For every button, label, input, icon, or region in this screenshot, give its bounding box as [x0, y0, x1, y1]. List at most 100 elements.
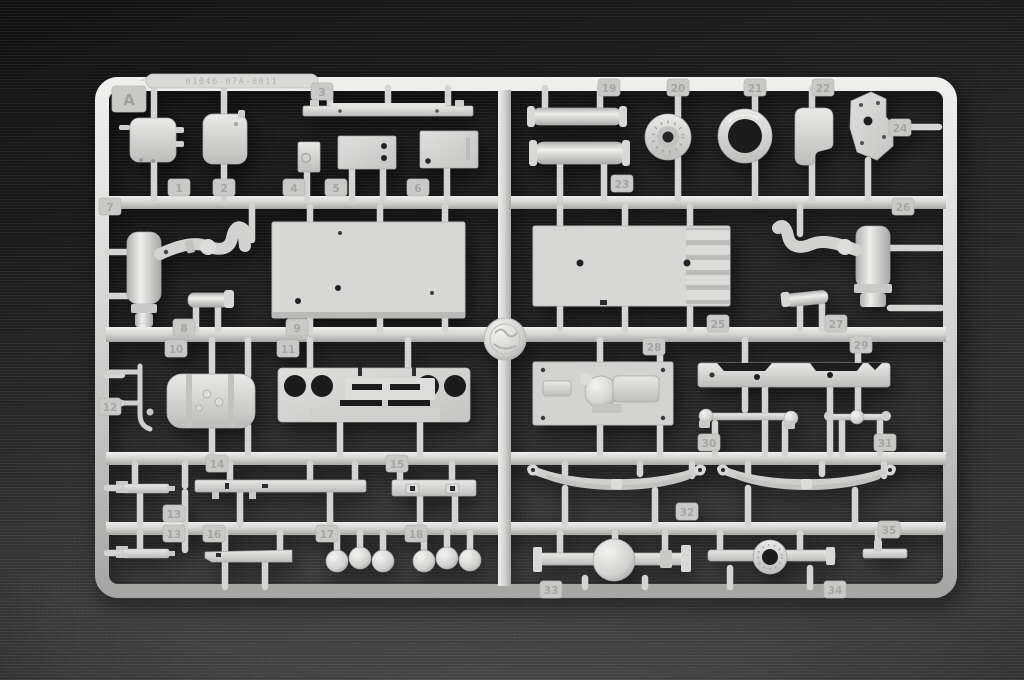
svg-text:31: 31 — [878, 438, 893, 450]
svg-text:13: 13 — [167, 509, 182, 521]
tab-label: A — [123, 91, 135, 109]
svg-text:5: 5 — [332, 183, 339, 195]
part-tab-11: 11 — [276, 339, 300, 358]
part-tab-8: 8 — [172, 318, 196, 337]
part-tab-7: 7 — [98, 197, 122, 216]
mold-code-plate: 01046-07A-0011 — [139, 73, 319, 89]
part-16-cross-member — [204, 549, 293, 563]
part-tab-16: 16 — [202, 524, 226, 543]
part-35-bracket — [862, 540, 908, 559]
part-18-headlight-domes — [412, 546, 482, 573]
part-33-rear-axle — [533, 538, 691, 582]
svg-text:34: 34 — [828, 585, 843, 597]
runner-horizontal-5 — [106, 522, 946, 535]
part-19-fuel-cylinder — [527, 106, 627, 127]
svg-text:2: 2 — [220, 183, 227, 195]
part-tab-6: 6 — [406, 178, 430, 197]
part-tab-2: 2 — [212, 178, 236, 197]
svg-text:14: 14 — [210, 459, 225, 471]
part-13-spring-hanger-lower — [116, 546, 175, 559]
runner-horizontal-2 — [106, 196, 946, 209]
part-5-box-two-holes — [337, 135, 397, 170]
svg-text:3: 3 — [318, 87, 325, 99]
part-9-cargo-bed-panel — [271, 221, 466, 319]
svg-text:19: 19 — [602, 83, 617, 95]
part-tab-3: 3 — [310, 82, 334, 101]
svg-text:23: 23 — [615, 179, 630, 191]
svg-text:6: 6 — [414, 183, 421, 195]
part-17-headlight-domes — [325, 546, 395, 573]
part-tab-9: 9 — [285, 318, 309, 337]
part-2-box — [202, 110, 248, 165]
part-31-tie-rod — [824, 409, 891, 425]
part-tab-1: 1 — [167, 178, 191, 197]
runner-horizontal-4 — [106, 452, 946, 465]
part-24-bracket-plate — [849, 91, 894, 161]
part-tab-20: 20 — [666, 78, 690, 97]
part-30-steering-rod — [698, 408, 799, 429]
part-15-frame-rail — [391, 479, 477, 497]
svg-text:16: 16 — [207, 529, 222, 541]
svg-text:8: 8 — [180, 323, 187, 335]
part-14-frame-rail — [194, 479, 367, 499]
svg-text:33: 33 — [544, 585, 559, 597]
part-32-leaf-spring-left — [527, 464, 706, 490]
part-tab-18: 18 — [404, 524, 428, 543]
sprue-outer-frame — [95, 77, 957, 598]
part-27-small-cylinder — [780, 290, 829, 308]
part-tab-13-upper: 13 — [162, 504, 186, 523]
part-32-leaf-spring-right — [717, 464, 896, 490]
svg-text:24: 24 — [893, 123, 908, 135]
part-tab-30: 30 — [697, 433, 721, 452]
part-13-spring-hanger-upper — [116, 481, 175, 494]
svg-text:22: 22 — [816, 83, 831, 95]
svg-text:35: 35 — [882, 525, 897, 537]
part-23-fuel-cylinder — [529, 140, 630, 166]
svg-text:15: 15 — [390, 459, 405, 471]
svg-text:30: 30 — [702, 438, 717, 450]
svg-text:17: 17 — [320, 529, 335, 541]
part-10-fuel-tank — [166, 373, 256, 429]
part-tab-15: 15 — [385, 454, 409, 473]
svg-text:29: 29 — [854, 340, 869, 352]
svg-text:12: 12 — [103, 402, 118, 414]
part-tab-35: 35 — [877, 520, 901, 539]
part-tab-A: A — [111, 85, 147, 113]
part-tab-19: 19 — [597, 78, 621, 97]
part-tab-32: 32 — [675, 502, 699, 521]
svg-text:1: 1 — [175, 183, 182, 195]
mold-code-text: 01046-07A-0011 — [186, 77, 279, 87]
svg-text:18: 18 — [409, 529, 424, 541]
part-tab-4: 4 — [282, 178, 306, 197]
svg-text:32: 32 — [680, 507, 695, 519]
svg-text:20: 20 — [671, 83, 686, 95]
svg-text:7: 7 — [106, 202, 113, 214]
part-8-small-cylinder — [187, 290, 234, 308]
part-tab-10: 10 — [164, 339, 188, 358]
part-3-chassis-rail — [302, 100, 474, 117]
svg-text:9: 9 — [293, 323, 300, 335]
part-tab-5: 5 — [324, 178, 348, 197]
part-tab-14: 14 — [205, 454, 229, 473]
brand-medallion — [483, 317, 527, 361]
part-tab-12: 12 — [98, 397, 122, 416]
part-1-box — [119, 117, 184, 163]
part-tab-25: 25 — [706, 314, 730, 333]
svg-text:26: 26 — [896, 202, 911, 214]
part-7-muffler — [126, 221, 251, 327]
part-20-wheel-hub — [644, 113, 692, 161]
part-tab-34: 34 — [823, 580, 847, 599]
part-tab-13-lower: 13 — [162, 524, 186, 543]
part-11-front-grille-panel — [277, 367, 471, 423]
part-26-muffler — [772, 220, 892, 307]
part-4-small-box — [297, 141, 321, 173]
part-tab-28: 28 — [642, 337, 666, 356]
part-22-rounded-box — [794, 107, 834, 166]
svg-text:11: 11 — [281, 344, 296, 356]
svg-text:27: 27 — [829, 319, 844, 331]
part-6-box — [419, 130, 479, 169]
part-tab-21: 21 — [743, 78, 767, 97]
part-25-cargo-bed-panel — [532, 225, 731, 307]
